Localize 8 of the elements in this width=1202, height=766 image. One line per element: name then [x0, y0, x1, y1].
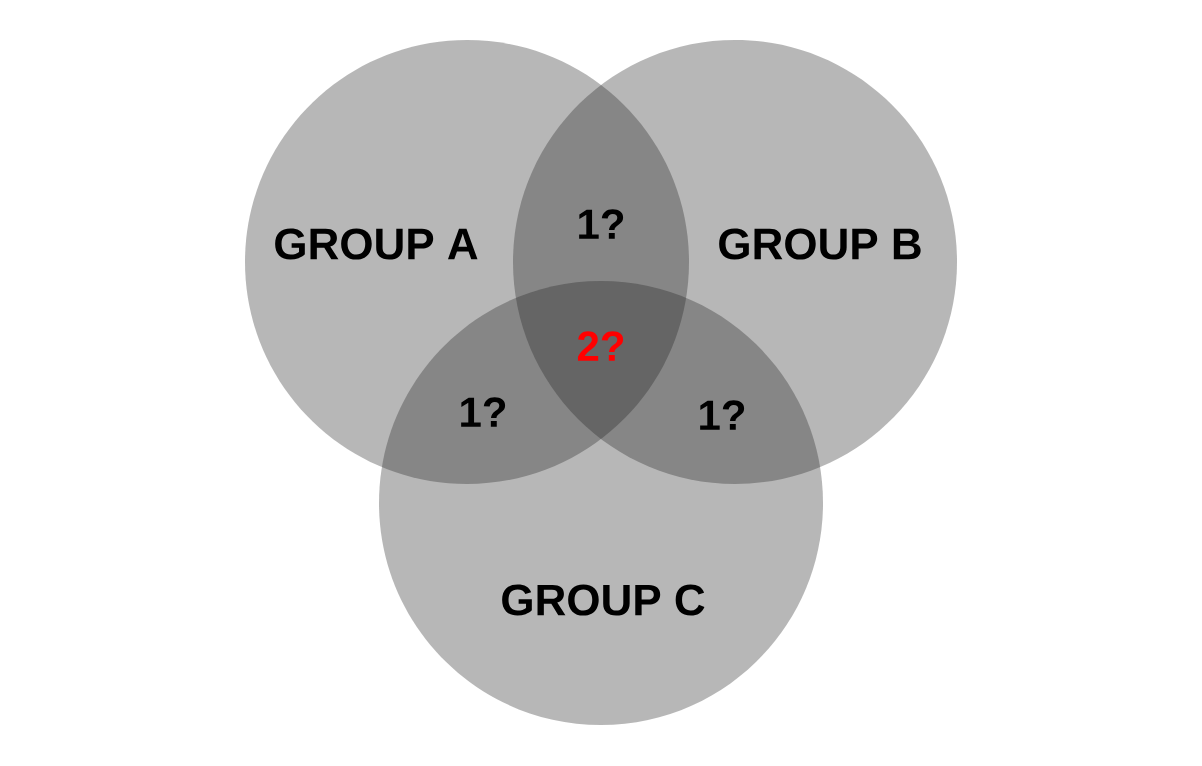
- group-label: GROUP C: [502, 584, 705, 616]
- group-label: GROUP A: [275, 228, 478, 260]
- venn-circle: [379, 281, 823, 725]
- region-label: 2?: [577, 331, 624, 361]
- group-label: GROUP B: [719, 228, 921, 260]
- region-label: 1?: [700, 400, 745, 430]
- region-label: 1?: [461, 397, 506, 427]
- region-label: 1?: [579, 209, 624, 239]
